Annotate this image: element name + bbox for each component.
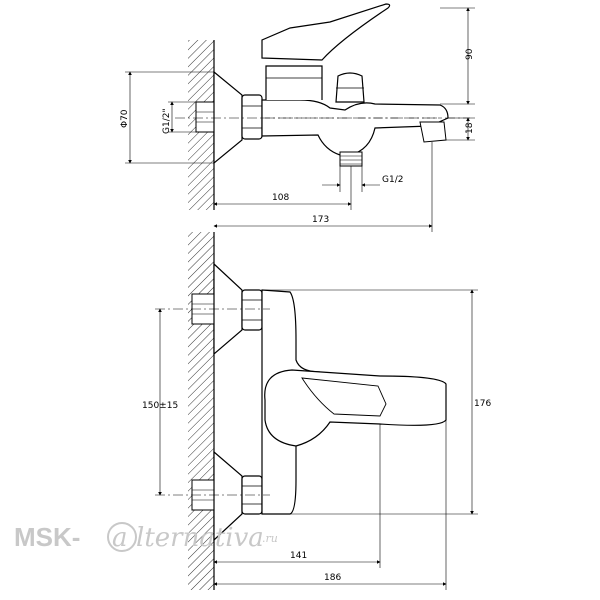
watermark-brand: MSK- [14, 522, 80, 552]
dim-141: 141 [290, 551, 307, 561]
watermark: MSK- a lternativa .ru [14, 522, 278, 553]
mixer-body-side [261, 99, 449, 156]
dim-150: 150±15 [142, 401, 178, 411]
lower-flange [213, 450, 243, 542]
dim-173: 173 [312, 215, 329, 225]
cartridge-cap [265, 65, 323, 100]
dim-176: 176 [474, 399, 491, 409]
upper-nut [241, 289, 263, 331]
aerator [419, 121, 447, 143]
watermark-at-ring [107, 522, 137, 552]
lever-handle-front [264, 369, 447, 447]
dim-108: 108 [272, 193, 289, 203]
wall-hatch-front [188, 232, 214, 590]
union-nut [241, 94, 263, 140]
dim-186: 186 [324, 573, 341, 583]
dim-thread-inlet: G1/2" [162, 108, 172, 134]
watermark-suffix: .ru [262, 532, 278, 545]
inlet-fitting [195, 101, 215, 133]
side-view: 90 18 Φ70 G1/2" G1/2 108 173 [120, 3, 475, 232]
dim-diam70: Φ70 [120, 109, 130, 128]
dim-90: 90 [465, 48, 475, 60]
lever-handle-side [261, 3, 391, 61]
watermark-script: lternativa [136, 523, 264, 553]
flange-cone [213, 70, 243, 165]
dim-thread-outlet: G1/2 [382, 175, 403, 185]
dim-18: 18 [465, 122, 475, 134]
watermark-at: a [112, 523, 128, 553]
diverter-knob [335, 72, 365, 103]
front-view: 150±15 176 141 186 [142, 232, 491, 590]
